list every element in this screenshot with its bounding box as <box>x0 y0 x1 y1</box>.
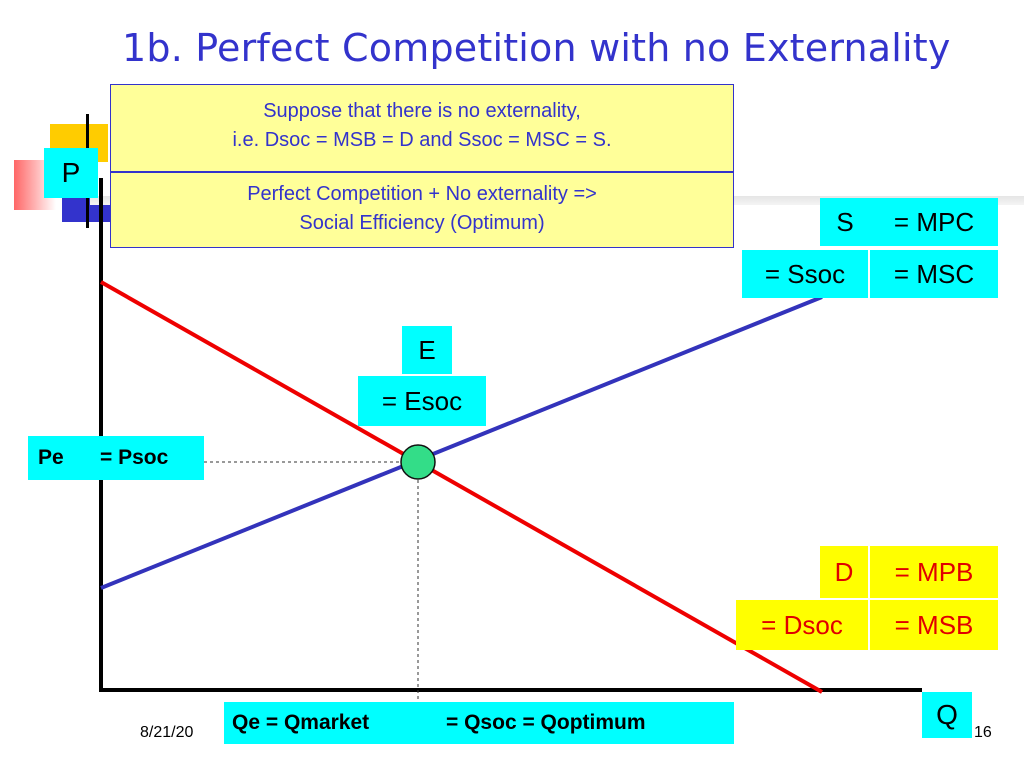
demand-label-d: D <box>820 546 868 598</box>
assumption-line-1: Suppose that there is no externality, <box>263 100 581 122</box>
supply-curve <box>100 295 823 590</box>
demand-curve <box>100 280 823 694</box>
supply-label-s: S <box>820 198 870 246</box>
supply-label-ssoc: = Ssoc <box>742 250 868 298</box>
assumption-line-2: i.e. Dsoc = MSB = D and Ssoc = MSC = S. <box>232 129 612 151</box>
quantity-label-qe: Qe = Qmarket <box>232 711 370 734</box>
equilibrium-point <box>400 444 436 480</box>
demand-label-dsoc: = Dsoc <box>736 600 868 650</box>
price-label-psoc: = Psoc <box>100 446 169 469</box>
conclusion-box: Perfect Competition + No externality => … <box>110 172 734 248</box>
footer-page-number: 16 <box>974 724 992 741</box>
x-axis-label: Q <box>922 692 972 738</box>
demand-label-mpb: = MPB <box>870 546 998 598</box>
price-label-pe: Pe <box>38 446 64 469</box>
demand-label-msb: = MSB <box>870 600 998 650</box>
equilibrium-label-e: E <box>402 326 452 374</box>
equilibrium-label-esoc: = Esoc <box>358 376 486 426</box>
quantity-label: Qe = Qmarket = Qsoc = Qoptimum <box>224 702 734 744</box>
quantity-label-qsoc: = Qsoc = Qoptimum <box>446 711 646 734</box>
supply-label-mpc: = MPC <box>870 198 998 246</box>
price-label: Pe = Psoc <box>28 436 204 480</box>
conclusion-line-1: Perfect Competition + No externality => <box>247 183 597 205</box>
y-axis-label: P <box>44 148 98 198</box>
slide-title: 1b. Perfect Competition with no External… <box>122 26 951 70</box>
supply-label-msc: = MSC <box>870 250 998 298</box>
assumption-box: Suppose that there is no externality, i.… <box>110 84 734 172</box>
footer-date: 8/21/20 <box>140 724 194 741</box>
conclusion-line-2: Social Efficiency (Optimum) <box>299 212 545 234</box>
